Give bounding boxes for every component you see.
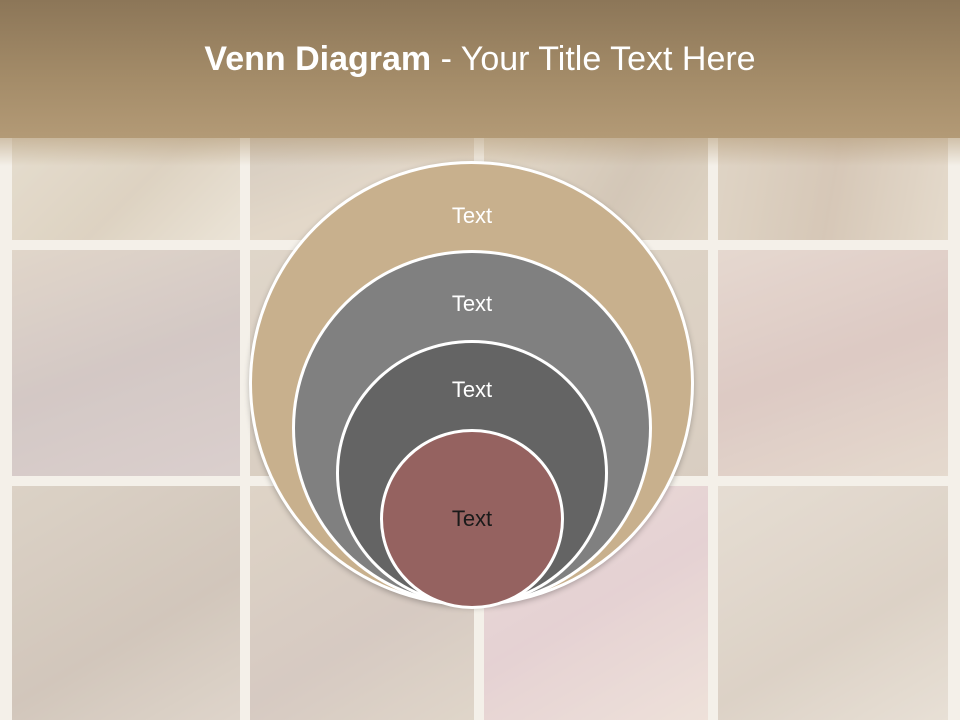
title-band [0, 0, 960, 138]
inner-circle[interactable] [380, 429, 564, 609]
second-ring-label[interactable]: Text [451, 291, 493, 316]
slide-title-bold: Venn Diagram [204, 40, 432, 78]
outer-ring-label[interactable]: Text [451, 203, 493, 228]
slide-title-rest: - Your Title Text Here [431, 40, 756, 78]
photo-tile-woman-singing [718, 250, 948, 476]
third-ring-label[interactable]: Text [451, 377, 493, 402]
photo-tile-boy-headphones [718, 486, 948, 720]
photo-tile-drummer [12, 250, 240, 476]
photo-tile-smiling-man-headphones [12, 486, 240, 720]
inner-circle-label[interactable]: Text [451, 506, 493, 531]
slide-title[interactable]: Venn Diagram - Your Title Text Here [0, 40, 960, 79]
